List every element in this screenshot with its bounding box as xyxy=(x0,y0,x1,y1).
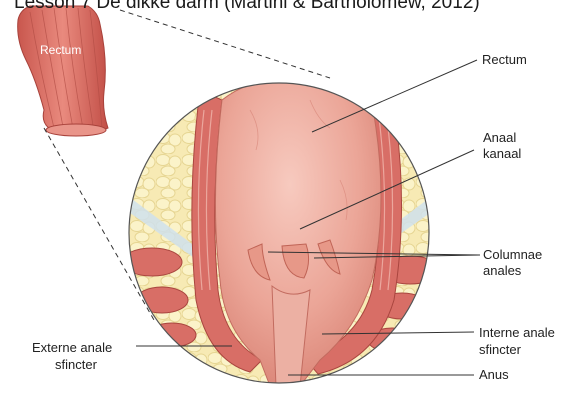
magnified-section xyxy=(120,76,440,390)
inset-rectum-drawing xyxy=(18,6,108,136)
label-anal-canal-line1: Anaal xyxy=(483,130,516,146)
label-inset-rectum: Rectum xyxy=(40,42,81,58)
label-anal-columns-line2: anales xyxy=(483,263,521,279)
label-anal-canal-line2: kanaal xyxy=(483,146,521,162)
label-internal-sphincter-line1: Interne anale xyxy=(479,325,555,341)
label-anal-columns-line1: Columnae xyxy=(483,247,542,263)
label-external-sphincter-line1: Externe anale xyxy=(32,340,112,356)
figure-caption: Lesson 7 De dikke darm (Martini & Bartho… xyxy=(14,0,583,14)
label-anus: Anus xyxy=(479,367,509,383)
label-rectum: Rectum xyxy=(482,52,527,68)
label-external-sphincter-line2: sfincter xyxy=(55,357,97,373)
label-internal-sphincter-line2: sfincter xyxy=(479,342,521,358)
